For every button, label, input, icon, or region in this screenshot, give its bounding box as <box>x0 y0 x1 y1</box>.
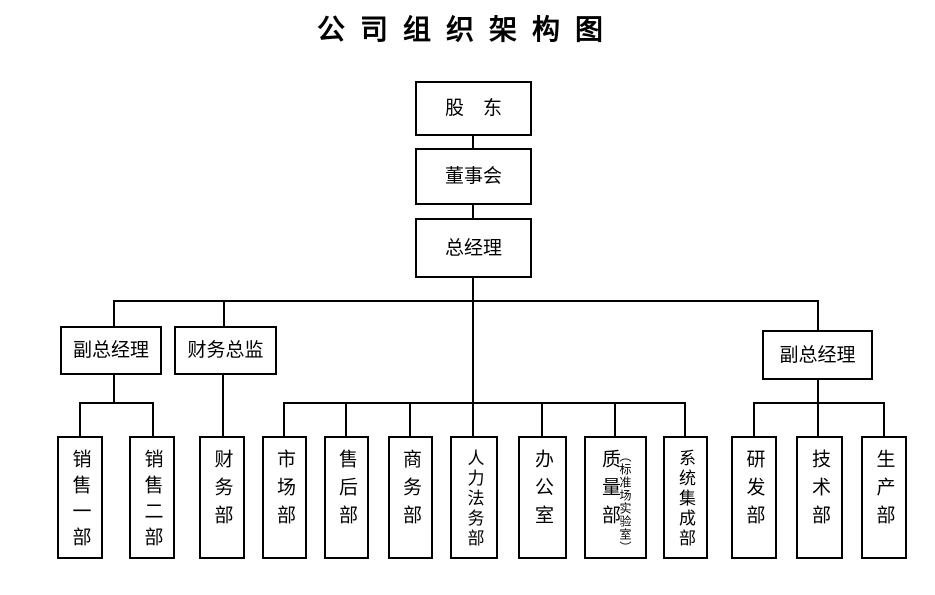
connector-right-bus <box>753 402 885 404</box>
connector-center-bus <box>283 402 686 404</box>
dept-office: 办公室 <box>518 436 567 559</box>
dept-finance: 财务部 <box>199 436 245 559</box>
node-deputy-gm-left: 副总经理 <box>60 326 162 375</box>
connector-deputy-right-stem <box>817 380 819 436</box>
dept-marketing: 市场部 <box>262 436 307 559</box>
dept-finance-label: 财务部 <box>211 449 233 533</box>
node-board-label: 董事会 <box>444 166 502 187</box>
connector-drop-sales-2 <box>152 402 154 436</box>
node-deputy-gm-right: 副总经理 <box>762 330 873 380</box>
dept-after-sales: 售后部 <box>324 436 369 559</box>
dept-technology-label: 技术部 <box>809 449 830 533</box>
node-general-manager-label: 总经理 <box>444 237 502 259</box>
connector-drop-deputy-left <box>113 300 115 326</box>
connector-drop-sales-1 <box>79 402 81 436</box>
node-shareholders-label: 股 东 <box>444 98 502 119</box>
dept-office-label: 办公室 <box>532 449 553 533</box>
dept-sales-2: 销售二部 <box>129 436 175 559</box>
dept-system-integration-label: 系统集成部 <box>676 449 695 549</box>
node-finance-director: 财务总监 <box>174 326 277 375</box>
connector-shareholders-board <box>472 136 474 148</box>
connector-drop-system-integration <box>684 402 686 436</box>
connector-finance-director-finance <box>222 375 224 436</box>
connector-left-bus <box>79 402 154 404</box>
page-title: 公司组织架构图 <box>316 14 618 45</box>
connector-drop-quality <box>614 402 616 436</box>
node-deputy-gm-right-label: 副总经理 <box>779 344 856 366</box>
dept-quality-note: （标准场实验室） <box>618 450 632 554</box>
dept-after-sales-label: 售后部 <box>336 449 357 533</box>
node-board: 董事会 <box>415 148 532 205</box>
node-shareholders: 股 东 <box>415 81 532 136</box>
dept-system-integration: 系统集成部 <box>663 436 708 559</box>
connector-drop-office <box>541 402 543 436</box>
connector-drop-finance-director <box>223 300 225 326</box>
dept-commerce-label: 商务部 <box>400 449 421 533</box>
connector-main-bus <box>113 300 819 302</box>
dept-production-label: 生产部 <box>873 449 895 533</box>
dept-production: 生产部 <box>861 436 907 559</box>
node-finance-director-label: 财务总监 <box>187 340 264 361</box>
dept-rnd: 研发部 <box>731 436 777 559</box>
dept-marketing-label: 市场部 <box>274 449 295 533</box>
dept-quality-label: 质量部 <box>599 449 620 533</box>
connector-gm-spine <box>472 278 474 436</box>
dept-commerce: 商务部 <box>388 436 433 559</box>
dept-quality: 质量部 （标准场实验室） <box>584 436 647 559</box>
connector-drop-deputy-right <box>817 300 819 330</box>
dept-sales-2-label: 销售二部 <box>141 449 163 553</box>
dept-sales-1-label: 销售一部 <box>69 449 91 553</box>
connector-drop-marketing <box>283 402 285 436</box>
connector-drop-rnd <box>753 402 755 436</box>
connector-drop-after-sales <box>345 402 347 436</box>
dept-technology: 技术部 <box>796 436 843 559</box>
node-deputy-gm-left-label: 副总经理 <box>72 340 149 361</box>
dept-rnd-label: 研发部 <box>743 449 765 533</box>
dept-sales-1: 销售一部 <box>57 436 103 559</box>
dept-hr-legal: 人力法务部 <box>450 436 498 559</box>
connector-drop-commerce <box>409 402 411 436</box>
connector-board-gm <box>472 205 474 218</box>
connector-deputy-left-stem <box>113 375 115 402</box>
connector-drop-production <box>883 402 885 436</box>
node-general-manager: 总经理 <box>415 218 532 278</box>
dept-hr-legal-label: 人力法务部 <box>464 449 484 549</box>
